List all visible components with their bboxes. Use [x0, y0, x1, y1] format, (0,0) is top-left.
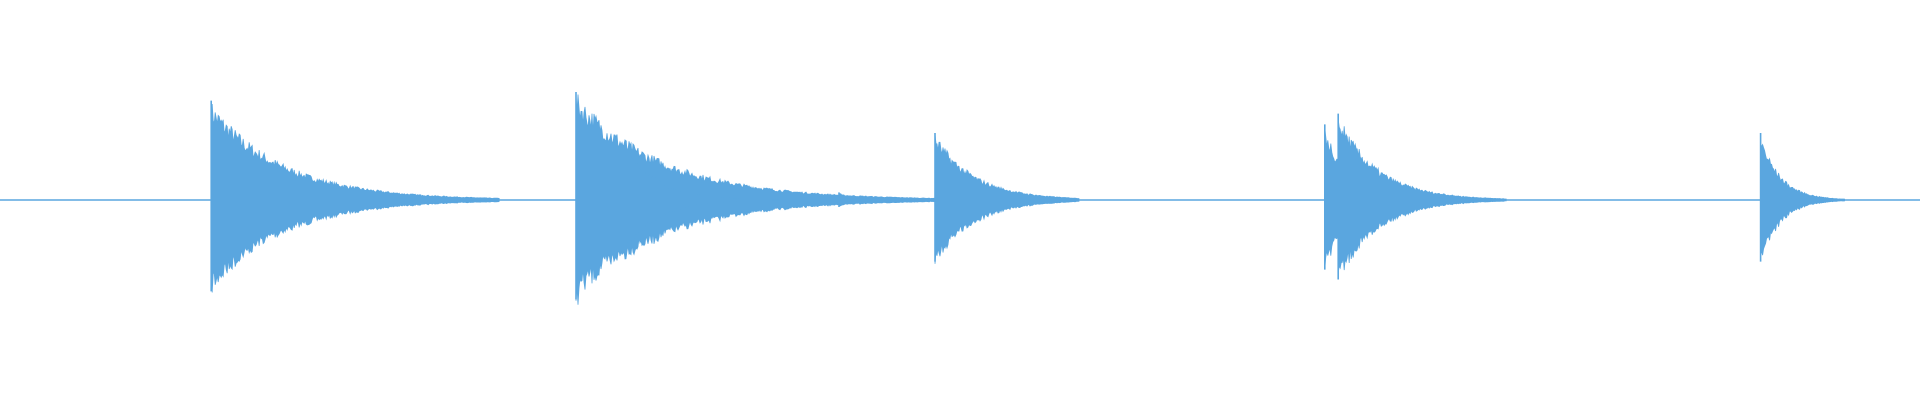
waveform-transient-7: [1337, 119, 1507, 274]
waveform-transient-4: [838, 193, 876, 207]
waveform-transient-1: [420, 194, 469, 206]
waveform-transient-8: [1443, 194, 1481, 206]
waveform-transient-5: [934, 134, 1080, 264]
waveform-transient-3: [625, 151, 783, 247]
waveform-transients: [210, 92, 1845, 305]
waveform-transient-0: [210, 103, 500, 293]
waveform-transient-9: [1760, 143, 1845, 257]
